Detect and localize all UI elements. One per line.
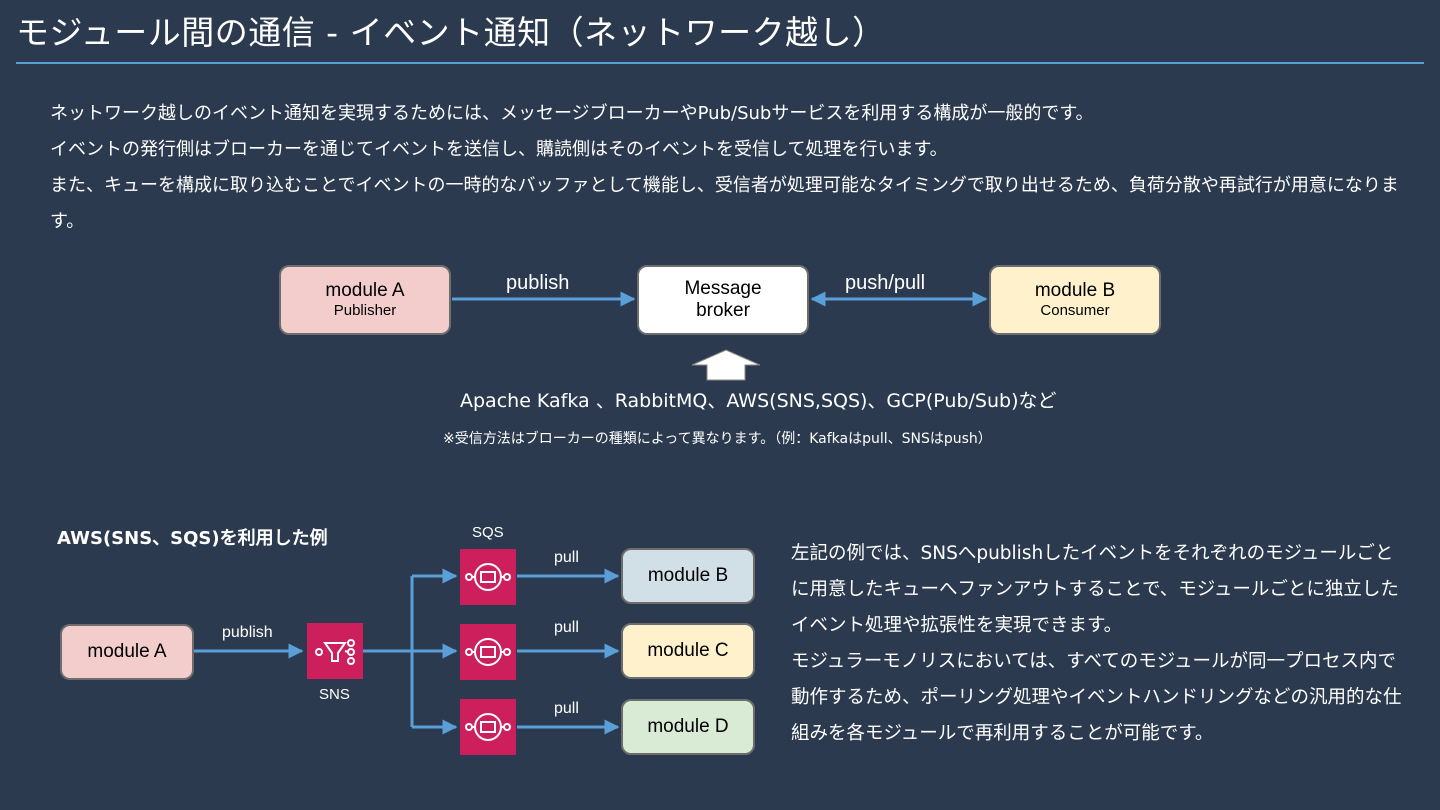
sqs-icon xyxy=(460,699,516,755)
sqs-label: SQS xyxy=(472,524,504,541)
description-paragraph: 左記の例では、SNSへpublishしたイベントをそれぞれのモジュールごとに用意… xyxy=(791,543,1399,636)
intro-line: イベントの発行側はブローカーを通じてイベントを送信し、購読側はそのイベントを受信… xyxy=(50,139,948,160)
intro-line: また、キューを構成に取り込むことでイベントの一時的なバッファとして機能し、受信者… xyxy=(50,175,1399,232)
intro-paragraph: ネットワーク越しのイベント通知を実現するためには、メッセージブローカーやPub/… xyxy=(50,96,1410,240)
broker-line: Message xyxy=(684,278,762,299)
aws-module-c-box: module C xyxy=(621,623,755,679)
aws-example-heading: AWS(SNS、SQS)を利用した例 xyxy=(57,528,328,549)
pull-label-c: pull xyxy=(554,619,579,636)
aws-publish-label: publish xyxy=(222,624,273,641)
message-broker-box: Message broker xyxy=(637,265,809,335)
module-name: module B xyxy=(1034,280,1116,301)
module-name: module A xyxy=(87,641,167,662)
module-role: Consumer xyxy=(1040,302,1110,319)
intro-line: ネットワーク越しのイベント通知を実現するためには、メッセージブローカーやPub/… xyxy=(50,103,1094,124)
pull-label-b: pull xyxy=(554,549,579,566)
module-role: Publisher xyxy=(333,302,397,319)
sqs-icon xyxy=(460,549,516,605)
sns-icon xyxy=(307,623,363,679)
broker-line: broker xyxy=(696,300,750,321)
module-name: module A xyxy=(325,280,405,301)
broker-examples: Apache Kafka 、RabbitMQ、AWS(SNS,SQS)、GCP(… xyxy=(460,390,1057,412)
page-title: モジュール間の通信 - イベント通知（ネットワーク越し） xyxy=(16,13,886,52)
aws-module-d-box: module D xyxy=(621,699,755,755)
description-paragraph: モジュラーモノリスにおいては、すべてのモジュールが同一プロセス内で動作するため、… xyxy=(791,651,1402,744)
module-name: module B xyxy=(647,565,729,586)
pushpull-label: push/pull xyxy=(845,272,926,294)
pull-label-d: pull xyxy=(554,700,579,717)
module-name: module C xyxy=(647,640,729,661)
publisher-module-box: module A Publisher xyxy=(279,265,451,335)
aws-description: 左記の例では、SNSへpublishしたイベントをそれぞれのモジュールごとに用意… xyxy=(791,536,1411,752)
sns-label: SNS xyxy=(319,686,350,703)
title-underline xyxy=(16,62,1424,64)
module-name: module D xyxy=(647,716,729,737)
sqs-icon xyxy=(460,624,516,680)
broker-note: ※受信方法はブローカーの種類によって異なります。（例：Kafkaはpull、SN… xyxy=(443,431,992,447)
consumer-module-box: module B Consumer xyxy=(989,265,1161,335)
publish-label: publish xyxy=(506,272,570,294)
up-arrow xyxy=(691,349,761,381)
aws-module-b-box: module B xyxy=(621,548,755,604)
aws-module-a-box: module A xyxy=(60,624,194,680)
